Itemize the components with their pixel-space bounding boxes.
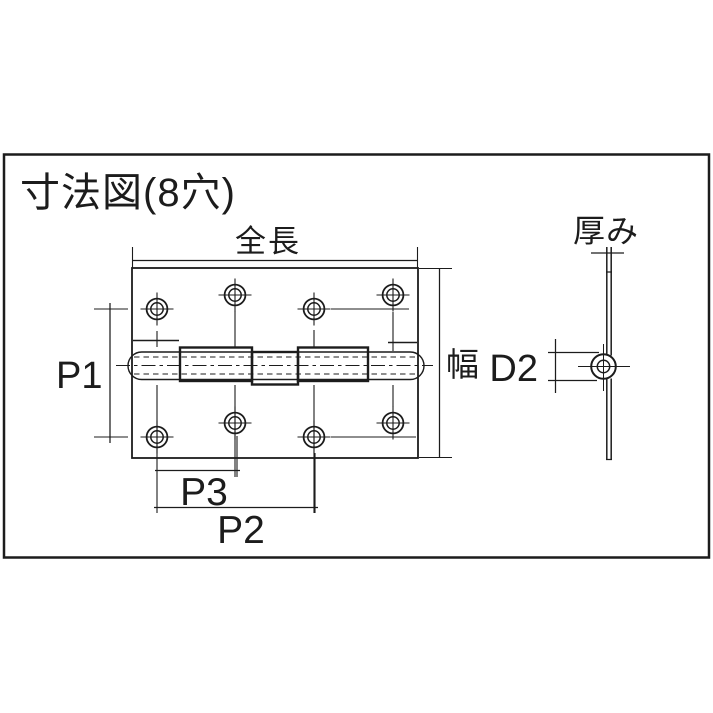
- hinge-side-view: 厚み D2: [489, 213, 639, 461]
- screw-hole-top-2: [218, 278, 252, 312]
- diagram-title: 寸法図(8穴): [20, 171, 236, 215]
- dimension-p3: P3: [155, 436, 240, 514]
- screw-hole-top-4: [376, 278, 410, 312]
- thickness-label: 厚み: [573, 213, 639, 249]
- knuckle-pin: [578, 344, 630, 391]
- dimension-thickness: 厚み: [573, 213, 639, 254]
- p2-label: P2: [217, 509, 265, 552]
- diagram-border: [2, 153, 711, 559]
- hinge-front-view: 全長 幅 P1 P3: [56, 224, 479, 552]
- p1-label: P1: [56, 355, 102, 397]
- dimension-p2: P2: [154, 453, 318, 552]
- d2-label: D2: [489, 348, 538, 390]
- p3-label: P3: [180, 471, 228, 514]
- hinge-leaf-outline: [131, 267, 419, 459]
- width-label: 幅: [446, 346, 479, 383]
- screw-hole-top-1: [140, 292, 174, 326]
- screw-hole-bottom-4: [376, 406, 410, 440]
- overall-length-label: 全長: [235, 224, 301, 259]
- hinge-knuckle-barrel: [116, 339, 433, 386]
- dimension-p1: P1: [56, 303, 128, 443]
- knuckle-tab-3: [296, 346, 370, 383]
- screw-hole-top-3: [297, 292, 331, 326]
- dimension-pin-diameter: D2: [489, 339, 599, 393]
- dimension-width: 幅: [419, 267, 479, 459]
- dimension-overall-length: 全長: [131, 224, 419, 268]
- hinge-leaf-side: [606, 247, 612, 461]
- hole-centerlines: [156, 308, 416, 513]
